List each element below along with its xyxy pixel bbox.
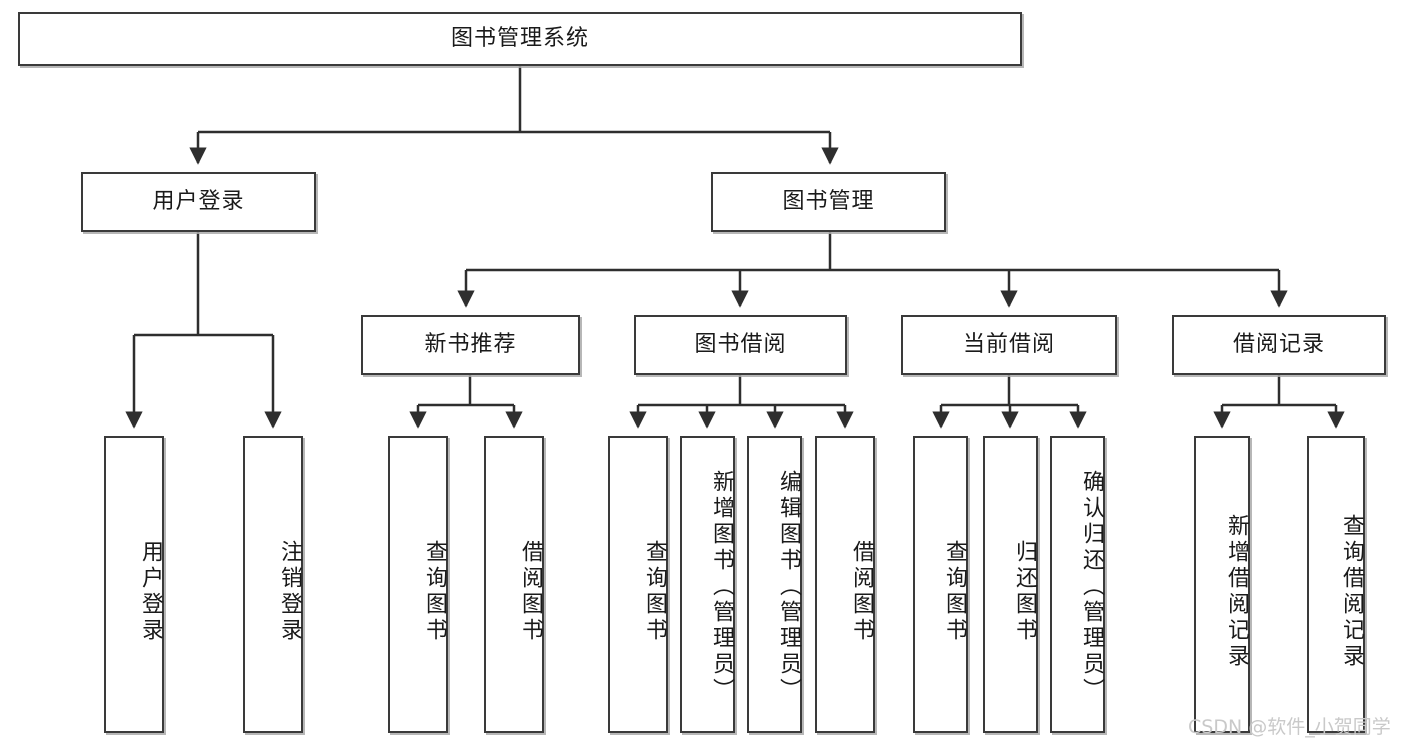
- node-new-book-recommend[interactable]: 新书推荐: [361, 315, 580, 375]
- node-label: 查询图书: [942, 539, 967, 644]
- node-leaf-user-login[interactable]: 用户登录: [104, 436, 164, 733]
- node-leaf-confirm-return-admin[interactable]: 确认归还（管理员）: [1050, 436, 1105, 733]
- node-label: 查询图书: [642, 539, 667, 644]
- node-leaf-edit-book-admin[interactable]: 编辑图书（管理员）: [747, 436, 802, 733]
- node-borrow-record[interactable]: 借阅记录: [1172, 315, 1386, 375]
- node-label: 新增图书（管理员）: [709, 469, 734, 704]
- node-label: 图书借阅: [694, 331, 787, 357]
- node-label: 借阅图书: [518, 539, 543, 644]
- node-book-borrow[interactable]: 图书借阅: [634, 315, 847, 375]
- node-leaf-logout[interactable]: 注销登录: [243, 436, 303, 733]
- node-label: 新书推荐: [424, 331, 517, 357]
- node-label: 图书管理: [782, 188, 875, 214]
- node-label: 确认归还（管理员）: [1079, 469, 1104, 704]
- node-leaf-query-book-borrow[interactable]: 查询图书: [608, 436, 668, 733]
- node-label: 归还图书: [1012, 539, 1037, 644]
- node-label: 用户登录: [138, 539, 163, 644]
- node-label: 查询图书: [422, 539, 447, 644]
- node-leaf-query-borrow-record[interactable]: 查询借阅记录: [1307, 436, 1365, 733]
- node-leaf-query-book-newbook[interactable]: 查询图书: [388, 436, 448, 733]
- csdn-watermark: CSDN @软件_小贺同学: [1188, 716, 1391, 738]
- node-label: 用户登录: [152, 188, 245, 214]
- node-leaf-borrow-book-newbook[interactable]: 借阅图书: [484, 436, 544, 733]
- node-leaf-borrow-book[interactable]: 借阅图书: [815, 436, 875, 733]
- node-label: 注销登录: [277, 539, 302, 644]
- node-label: 借阅记录: [1232, 331, 1325, 357]
- node-label: 当前借阅: [962, 331, 1055, 357]
- node-label: 图书管理系统: [450, 25, 589, 51]
- node-current-borrow[interactable]: 当前借阅: [901, 315, 1117, 375]
- node-leaf-return-book[interactable]: 归还图书: [983, 436, 1038, 733]
- node-label: 借阅图书: [849, 539, 874, 644]
- node-root-book-management-system[interactable]: 图书管理系统: [18, 12, 1022, 66]
- node-label: 编辑图书（管理员）: [776, 469, 801, 704]
- node-label: 查询借阅记录: [1339, 513, 1364, 670]
- node-leaf-add-book-admin[interactable]: 新增图书（管理员）: [680, 436, 735, 733]
- node-label: 新增借阅记录: [1224, 513, 1249, 670]
- node-book-management[interactable]: 图书管理: [711, 172, 946, 232]
- node-leaf-query-book-current[interactable]: 查询图书: [913, 436, 968, 733]
- node-leaf-add-borrow-record[interactable]: 新增借阅记录: [1194, 436, 1250, 733]
- node-user-login[interactable]: 用户登录: [81, 172, 316, 232]
